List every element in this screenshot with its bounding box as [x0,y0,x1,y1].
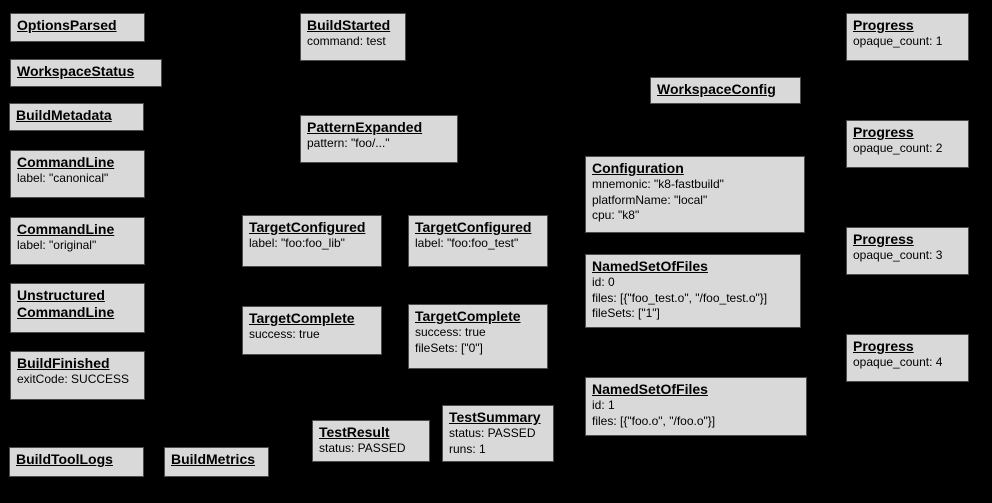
event-node-title: TargetComplete [249,310,355,326]
event-node-attribute: pattern: "foo/..." [307,136,390,150]
event-node-title: BuildMetadata [16,107,112,123]
event-node-attribute: status: PASSED [319,441,406,455]
event-node-build-metadata: BuildMetadata [9,103,144,131]
event-node-attribute: files: [{"foo.o", "/foo.o"}] [592,413,716,428]
event-node-title: TargetComplete [415,308,521,324]
event-node-attribute: files: [{"foo_test.o", "/foo_test.o"}] [592,290,768,305]
event-node-build-tool-logs: BuildToolLogs [9,447,144,477]
event-node-attribute: fileSets: ["1"] [592,306,660,320]
event-node-attribute: command: test [307,34,386,48]
event-node-title: BuildToolLogs [16,451,113,467]
event-node-options-parsed: OptionsParsed [10,13,145,42]
event-node-attribute: id: 0 [592,275,615,289]
event-node-title: NamedSetOfFiles [592,381,708,397]
event-node-title: BuildMetrics [171,451,256,467]
event-node-workspace-config: WorkspaceConfig [650,77,801,104]
event-node-attribute: runs: 1 [449,441,486,456]
event-node-attribute: fileSets: ["0"] [415,340,483,355]
event-node-attribute: opaque_count: 1 [853,34,943,48]
event-node-attribute: platformName: "local" [592,192,708,207]
event-node-title: TargetConfigured [415,219,532,235]
event-node-attribute: opaque_count: 4 [853,355,943,369]
event-node-title: Unstructured CommandLine [17,287,115,320]
event-node-title: Progress [853,338,914,354]
event-node-title: CommandLine [17,221,115,237]
event-node-title: WorkspaceConfig [657,81,776,97]
event-node-title: Progress [853,124,914,140]
event-node-title: OptionsParsed [17,17,117,33]
event-node-attribute: label: "canonical" [17,171,109,185]
event-node-title: BuildStarted [307,17,391,33]
event-node-attribute: label: "original" [17,238,97,252]
event-node-attribute: label: "foo:foo_lib" [249,236,345,250]
event-node-title: BuildFinished [17,355,110,371]
event-node-title: Progress [853,231,914,247]
event-node-title: TestSummary [449,409,541,425]
event-node-attribute: label: "foo:foo_test" [415,236,519,250]
event-node-unstructured-command-line: Unstructured CommandLine [10,283,145,333]
event-node-attribute: id: 1 [592,398,615,412]
event-node-attribute: mnemonic: "k8-fastbuild" [592,177,724,191]
event-node-title: Configuration [592,160,684,176]
event-node-workspace-status: WorkspaceStatus [10,59,162,87]
event-node-title: CommandLine [17,154,115,170]
event-node-attribute: status: PASSED [449,426,536,440]
event-node-title: Progress [853,17,914,33]
event-node-build-metrics: BuildMetrics [164,447,269,477]
event-node-attribute: opaque_count: 3 [853,248,943,262]
event-node-title: NamedSetOfFiles [592,258,708,274]
event-node-title: WorkspaceStatus [17,63,135,79]
event-node-title: TargetConfigured [249,219,366,235]
event-node-title: TestResult [319,424,390,440]
event-node-attribute: success: true [249,327,320,341]
event-node-attribute: success: true [415,325,486,339]
event-node-title: PatternExpanded [307,119,423,135]
event-node-attribute: opaque_count: 2 [853,141,943,155]
event-node-attribute: cpu: "k8" [592,208,640,222]
event-node-attribute: exitCode: SUCCESS [17,372,130,386]
